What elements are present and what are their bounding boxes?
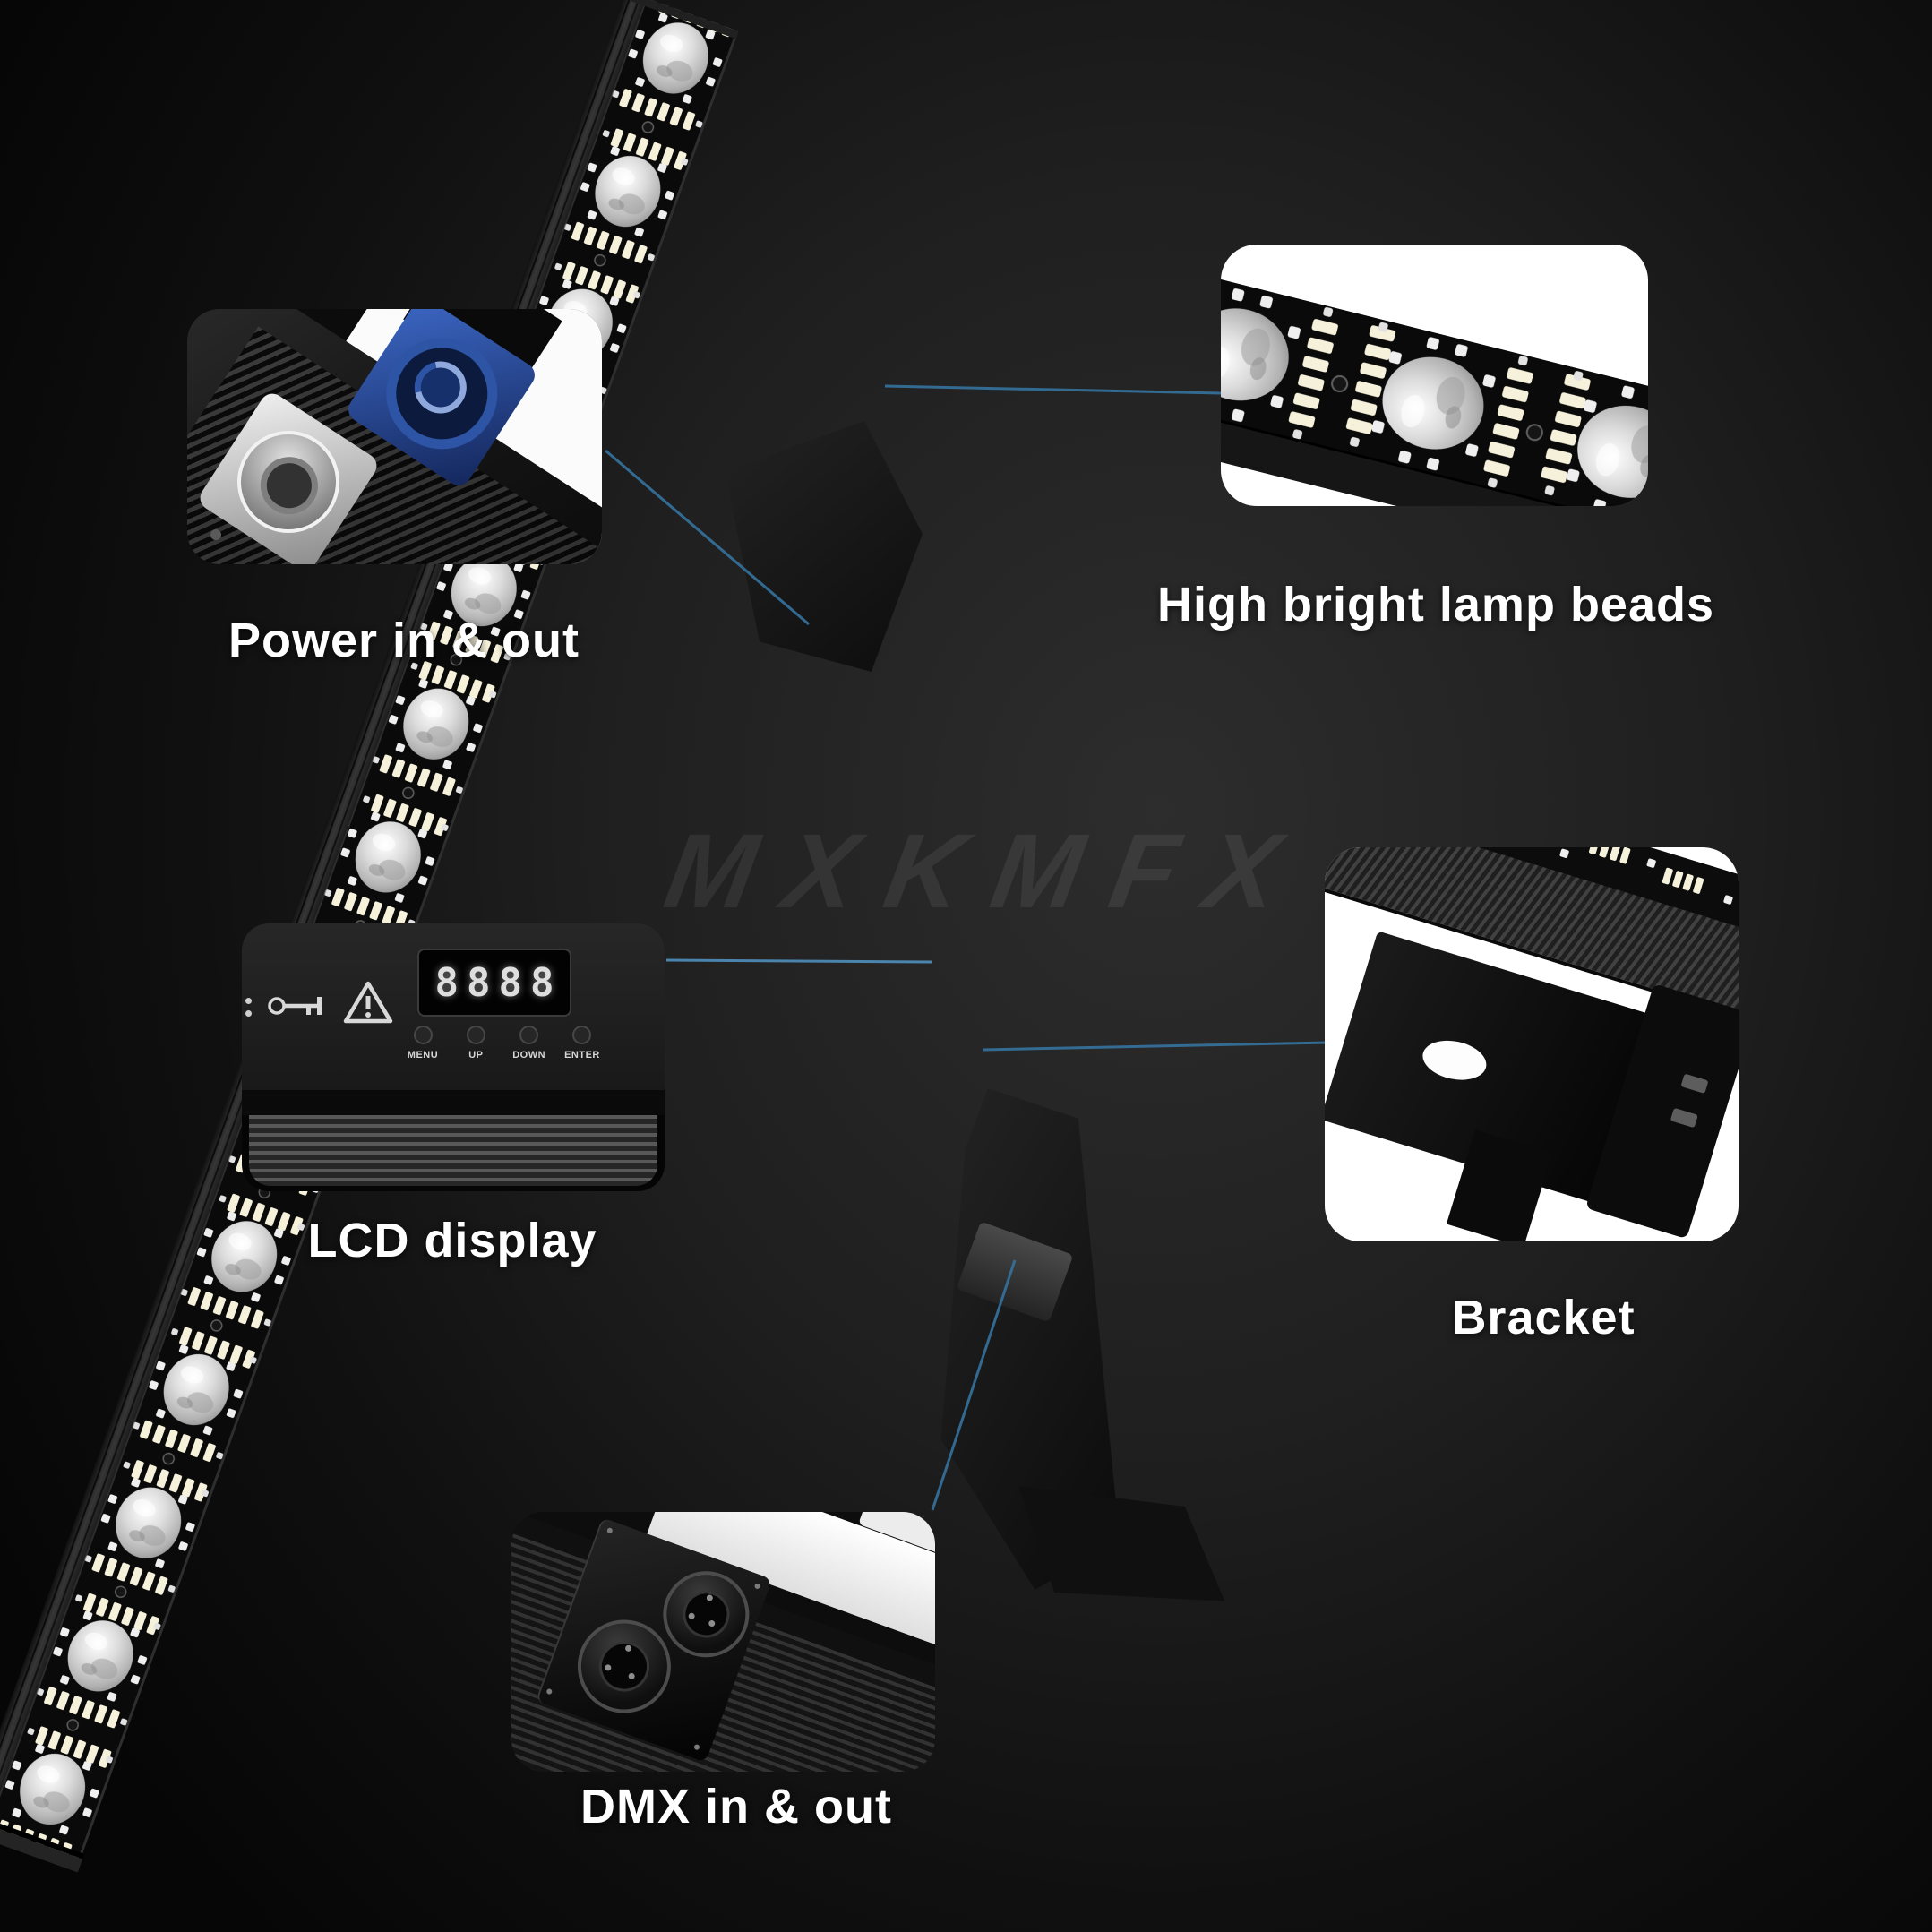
bracket-end-block (1585, 983, 1739, 1240)
up-button[interactable]: UP (452, 1026, 499, 1060)
enter-button-label: ENTER (564, 1050, 600, 1060)
xlr-in-core (592, 1634, 657, 1699)
menu-button-dot[interactable] (413, 1026, 433, 1044)
beads-callout-line (884, 384, 1222, 395)
panel-buttons: MENU UP DOWN ENTER (399, 1026, 605, 1060)
panel-divider (242, 1090, 665, 1115)
enter-button-dot[interactable] (572, 1026, 592, 1044)
up-button-label: UP (468, 1050, 484, 1060)
dmx-connectors-inset (511, 1512, 935, 1772)
bracket-inset (1325, 847, 1739, 1241)
enter-button[interactable]: ENTER (559, 1026, 605, 1060)
bracket-hole (1419, 1035, 1490, 1086)
power-callout-line (605, 449, 810, 626)
screw-icon (210, 529, 221, 540)
dmx-label: DMX in & out (580, 1780, 892, 1833)
xlr-out-core (676, 1584, 736, 1644)
powercon-in-core (404, 351, 477, 424)
lcd-control-panel: 8888 MENU UP DOWN ENTER (242, 923, 665, 1090)
dmx-callout-line (931, 1259, 1017, 1511)
powercon-out-core (249, 445, 330, 526)
warning-icon (343, 981, 393, 1024)
panel-edge-dots (245, 992, 253, 1024)
down-button[interactable]: DOWN (506, 1026, 553, 1060)
lcd-label: LCD display (307, 1214, 597, 1267)
beads-label: High bright lamp beads (1156, 578, 1715, 631)
lcd-callout-line (665, 958, 932, 964)
down-button-dot[interactable] (519, 1026, 539, 1044)
up-button-dot[interactable] (466, 1026, 485, 1044)
lamp-beads-closeup (1221, 266, 1648, 506)
power-connectors-inset (187, 309, 602, 564)
power-label: Power in & out (228, 614, 580, 667)
bracket-callout-line (982, 1041, 1328, 1052)
down-button-label: DOWN (512, 1050, 546, 1060)
lcd-display-inset: 8888 MENU UP DOWN ENTER (242, 923, 665, 1191)
seven-segment-display: 8888 (417, 949, 571, 1017)
display-value: 8888 (434, 959, 562, 1006)
lcd-heatsink-fins (249, 1115, 657, 1186)
lamp-beads-inset (1221, 245, 1648, 506)
menu-button[interactable]: MENU (399, 1026, 446, 1060)
bracket-label: Bracket (1451, 1291, 1636, 1344)
menu-button-label: MENU (407, 1050, 439, 1060)
key-icon (268, 997, 322, 1015)
